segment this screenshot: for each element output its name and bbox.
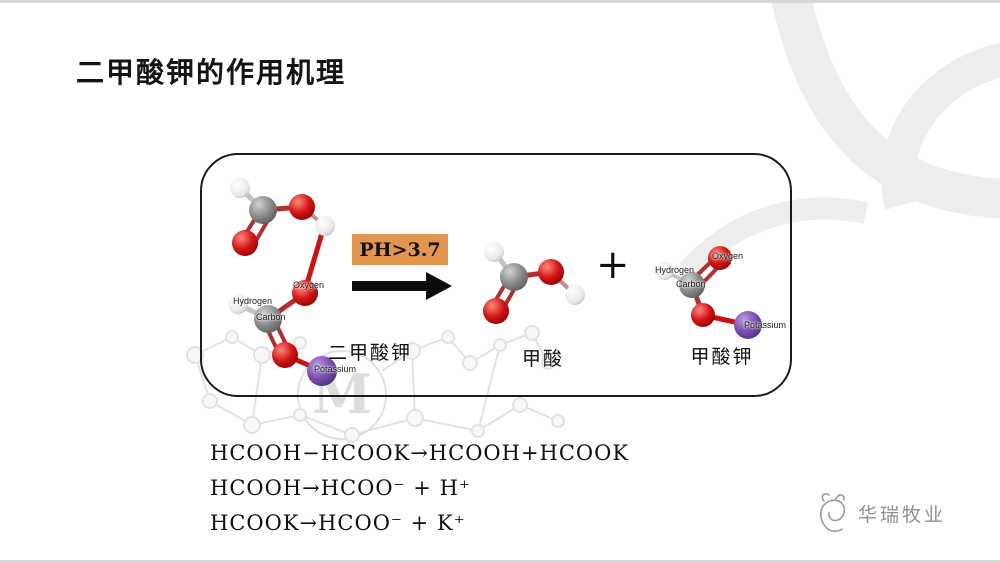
company-logo-icon bbox=[819, 493, 846, 533]
page-title: 二甲酸钾的作用机理 bbox=[76, 57, 347, 88]
reaction-condition-badge: PH>3.7 bbox=[352, 234, 448, 265]
atom-label-carbon: Carbon bbox=[256, 312, 286, 322]
equation-block: HCOOH−HCOOK→HCOOH+HCOOK HCOOH→HCOO⁻ + H⁺… bbox=[210, 436, 629, 541]
plus-sign: + bbox=[596, 242, 630, 288]
equation-line: HCOOH−HCOOK→HCOOH+HCOOK bbox=[210, 441, 630, 465]
equation-line: HCOOK→HCOO⁻ + K⁺ bbox=[210, 511, 466, 535]
atom-label-potassium: Potassium bbox=[744, 320, 787, 330]
product2-label: 甲酸钾 bbox=[690, 347, 754, 368]
atom-label-hydrogen: Hydrogen bbox=[233, 296, 273, 306]
product1-label: 甲酸 bbox=[521, 349, 564, 370]
atom-label-carbon: Carbon bbox=[676, 279, 706, 289]
atom-label-oxygen: Oxygen bbox=[293, 280, 325, 290]
company-watermark: 华瑞牧业 bbox=[812, 491, 946, 535]
reactant-label: 二甲酸钾 bbox=[327, 343, 412, 364]
atom-label-hydrogen: Hydrogen bbox=[655, 265, 695, 275]
company-name: 华瑞牧业 bbox=[858, 504, 947, 526]
atom-label-oxygen: Oxygen bbox=[712, 251, 744, 261]
equation-line: HCOOH→HCOO⁻ + H⁺ bbox=[210, 476, 471, 500]
atom-label-potassium: Potassium bbox=[314, 364, 357, 374]
